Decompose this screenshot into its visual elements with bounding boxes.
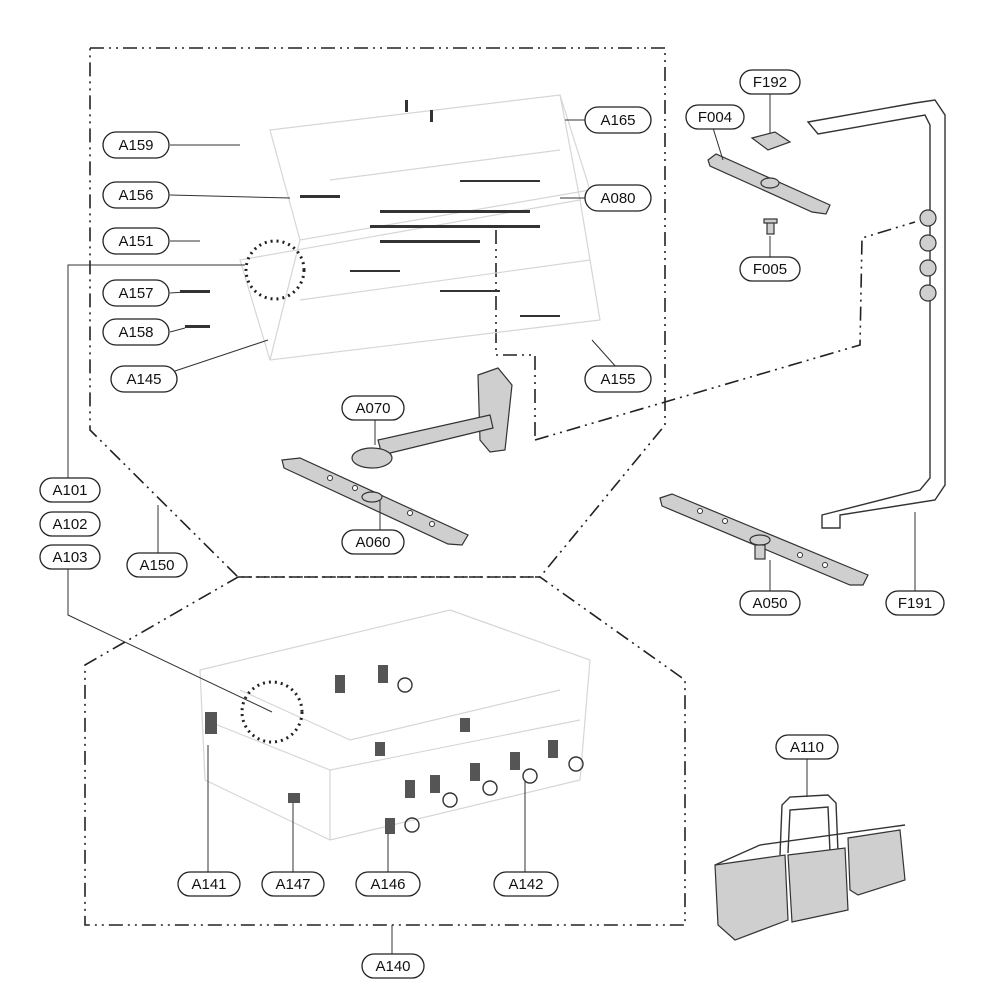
callout-a142: A142 <box>493 871 559 897</box>
upper-rack-assembly <box>180 94 601 361</box>
svg-text:A165: A165 <box>600 112 635 129</box>
svg-text:A050: A050 <box>752 595 787 612</box>
callout-a159: A159 <box>102 131 170 159</box>
leader-lines <box>67 93 916 955</box>
callout-f005: F005 <box>739 256 801 282</box>
svg-text:A102: A102 <box>52 516 87 533</box>
lower-rack-assembly <box>199 609 591 841</box>
svg-text:A060: A060 <box>355 534 390 551</box>
callout-a145: A145 <box>110 365 178 393</box>
callout-a050: A050 <box>739 590 801 616</box>
spray-conduit-a070 <box>351 367 513 469</box>
svg-text:A151: A151 <box>118 233 153 250</box>
lower-spray-arm-a050 <box>659 493 869 586</box>
svg-text:A147: A147 <box>275 876 310 893</box>
svg-text:F005: F005 <box>753 261 787 278</box>
callout-a070: A070 <box>341 395 405 421</box>
upper-spray-arm-a060 <box>281 457 469 546</box>
lower-rack-detail-circle <box>240 680 304 744</box>
callout-a140: A140 <box>361 953 425 979</box>
callout-a155: A155 <box>584 365 652 393</box>
svg-text:A140: A140 <box>375 958 410 975</box>
svg-text:A145: A145 <box>126 371 161 388</box>
screw-f005 <box>763 218 778 235</box>
callout-a110: A110 <box>775 734 839 760</box>
svg-text:A101: A101 <box>52 482 87 499</box>
svg-text:A080: A080 <box>600 190 635 207</box>
callout-a157: A157 <box>102 279 170 307</box>
callout-a080: A080 <box>584 184 652 212</box>
upper-rack-detail-circle <box>244 239 306 301</box>
callout-a102: A102 <box>39 511 101 537</box>
callout-a147: A147 <box>261 871 325 897</box>
svg-text:A157: A157 <box>118 285 153 302</box>
svg-text:F192: F192 <box>753 74 787 91</box>
svg-text:A155: A155 <box>600 371 635 388</box>
svg-text:A142: A142 <box>508 876 543 893</box>
callout-a146: A146 <box>355 871 421 897</box>
svg-text:A159: A159 <box>118 137 153 154</box>
callout-f192: F192 <box>739 69 801 95</box>
callout-a060: A060 <box>341 529 405 555</box>
callout-a158: A158 <box>102 318 170 346</box>
callout-a165: A165 <box>584 106 652 134</box>
callout-a141: A141 <box>177 871 241 897</box>
connector-dash-lines <box>495 221 916 441</box>
svg-text:A150: A150 <box>139 557 174 574</box>
callout-f191: F191 <box>885 590 945 616</box>
mini-spray-arm-f004 <box>707 153 831 215</box>
callout-a151: A151 <box>102 227 170 255</box>
svg-text:F004: F004 <box>698 109 732 126</box>
callout-a103: A103 <box>39 544 101 570</box>
svg-text:F191: F191 <box>898 595 932 612</box>
svg-text:A146: A146 <box>370 876 405 893</box>
silverware-basket-a110 <box>714 794 906 941</box>
svg-text:A110: A110 <box>790 739 824 756</box>
svg-text:A156: A156 <box>118 187 153 204</box>
callout-a150: A150 <box>126 552 188 578</box>
svg-text:A141: A141 <box>191 876 226 893</box>
svg-text:A158: A158 <box>118 324 153 341</box>
nozzle-f192 <box>750 131 792 151</box>
svg-text:A103: A103 <box>52 549 87 566</box>
svg-text:A070: A070 <box>355 400 390 417</box>
callout-a101: A101 <box>39 477 101 503</box>
lower-rack-group-outline <box>84 576 686 926</box>
callout-a156: A156 <box>102 181 170 209</box>
callout-f004: F004 <box>685 104 745 130</box>
supply-tube-f191 <box>806 99 946 529</box>
